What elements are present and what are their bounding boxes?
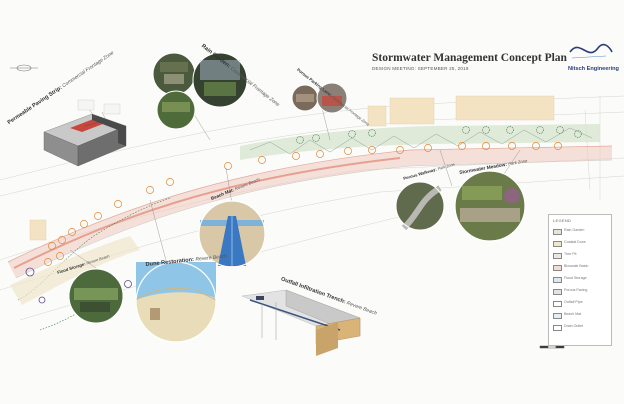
- legend-item: Rain Garden: [553, 228, 609, 235]
- scale-bar: [539, 345, 565, 349]
- permeable-paving-diagram: [43, 105, 127, 167]
- stormwater-meadow-photo: [454, 170, 526, 242]
- rain-garden-photos: [152, 52, 248, 130]
- legend-swatch: [553, 313, 562, 319]
- drain-outlets: [25, 267, 132, 304]
- tree-markers-green: [296, 126, 582, 144]
- legend-label: Drain Outlet: [564, 324, 584, 328]
- tree-markers-orange: [44, 142, 562, 266]
- legend-panel: LEGEND Rain Garden Coastal Dune Tree Pit…: [548, 214, 612, 346]
- legend-label: Beach Mat: [564, 312, 582, 316]
- legend-swatch: [553, 229, 562, 235]
- legend-swatch: [553, 301, 562, 307]
- planting-strip: [240, 124, 600, 160]
- legend-item: Coastal Dune: [553, 240, 609, 247]
- page-subtitle: DESIGN MEETING: SEPTEMBER 25, 2019: [372, 66, 469, 71]
- legend-swatch: [553, 277, 562, 283]
- legend-swatch: [553, 289, 562, 295]
- legend-label: Porous Paving: [564, 288, 588, 292]
- page-title: Stormwater Management Concept Plan: [372, 52, 567, 64]
- legend-swatch: [553, 241, 562, 247]
- flood-storage-photo: [68, 268, 124, 324]
- legend-label: Rain Garden: [564, 228, 585, 232]
- porous-walkway-photo: [395, 181, 445, 231]
- parcel-blocks: [29, 95, 555, 241]
- legend-label: Tree Pit: [564, 252, 577, 256]
- legend-item: Drain Outlet: [553, 324, 609, 331]
- legend-swatch: [553, 265, 562, 271]
- legend-swatch: [553, 325, 562, 331]
- legend-label: Outfall Pipe: [564, 300, 583, 304]
- legend-label: Bioswale Basin: [564, 264, 589, 268]
- legend-item: Beach Mat: [553, 312, 609, 319]
- legend-item: Porous Paving: [553, 288, 609, 295]
- legend-heading: LEGEND: [553, 218, 572, 223]
- outfall-trench-diagram: [241, 289, 361, 356]
- legend-item: Flood Storage: [553, 276, 609, 283]
- logo-wordmark: Nitsch Engineering: [568, 66, 619, 72]
- legend-label: Flood Storage: [564, 276, 587, 280]
- legend-item: Bioswale Basin: [553, 264, 609, 271]
- dune-restoration-photo: [135, 261, 217, 343]
- road-corridor: [7, 145, 613, 279]
- north-arrow-icon: [10, 64, 38, 72]
- beach-mat-photo: [198, 200, 266, 268]
- porous-parking-photos: [291, 82, 348, 114]
- legend-item: Tree Pit: [553, 252, 609, 259]
- legend-item: Outfall Pipe: [553, 300, 609, 307]
- legend-swatch: [553, 253, 562, 259]
- legend-label: Coastal Dune: [564, 240, 586, 244]
- logo-icon: [569, 43, 613, 59]
